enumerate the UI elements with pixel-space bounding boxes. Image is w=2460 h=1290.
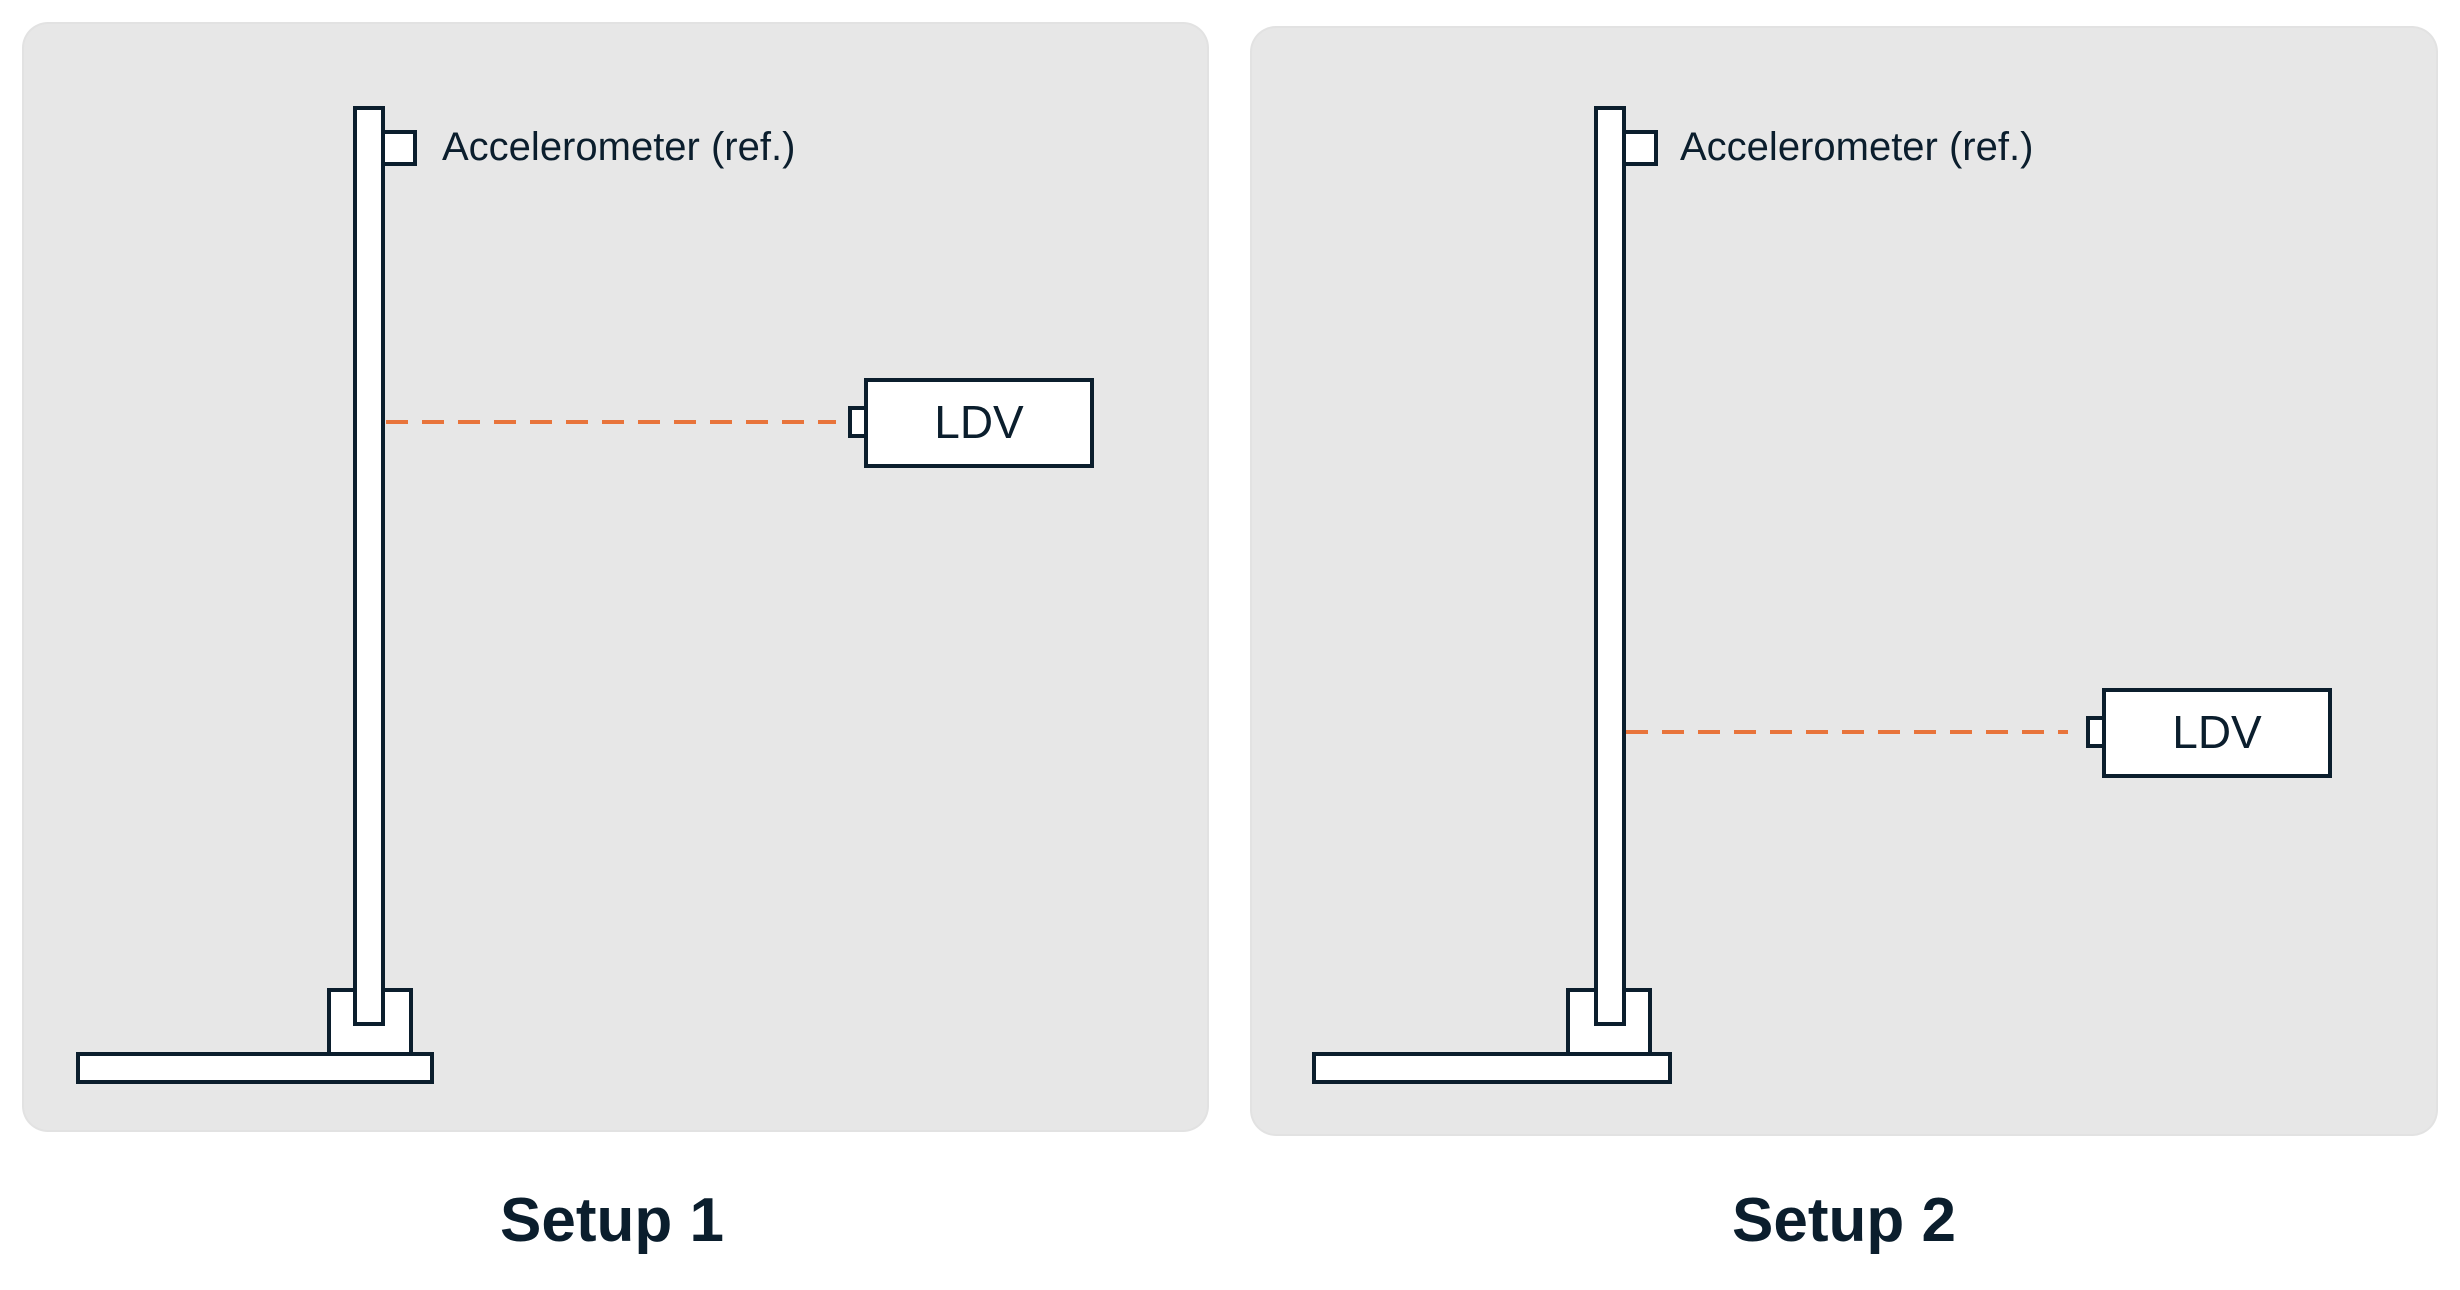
ldv-label: LDV bbox=[934, 396, 1024, 448]
ldv-label: LDV bbox=[2172, 706, 2262, 758]
ldv-lens bbox=[2086, 716, 2106, 748]
base-plate bbox=[1312, 1052, 1672, 1084]
setup-2-panel: Accelerometer (ref.) LDV bbox=[1252, 28, 2436, 1134]
setup-1-caption: Setup 1 bbox=[500, 1186, 724, 1255]
setup-1-diagram: Accelerometer (ref.) LDV bbox=[76, 106, 1094, 1084]
base-plate bbox=[76, 1052, 434, 1084]
ldv-device bbox=[2102, 688, 2332, 778]
ldv-lens bbox=[848, 406, 868, 438]
accelerometer-label: Accelerometer (ref.) bbox=[1680, 125, 2033, 169]
setup-2-diagram: Accelerometer (ref.) LDV bbox=[1312, 106, 2332, 1084]
vertical-beam bbox=[353, 106, 385, 1026]
vertical-beam bbox=[1594, 106, 1626, 1026]
accelerometer-sensor bbox=[381, 130, 417, 166]
accelerometer-label: Accelerometer (ref.) bbox=[442, 125, 795, 169]
ldv-device bbox=[864, 378, 1094, 468]
accelerometer-sensor bbox=[1622, 130, 1658, 166]
setup-2-caption: Setup 2 bbox=[1732, 1186, 1956, 1255]
setup-1-panel: Accelerometer (ref.) LDV bbox=[24, 24, 1207, 1130]
